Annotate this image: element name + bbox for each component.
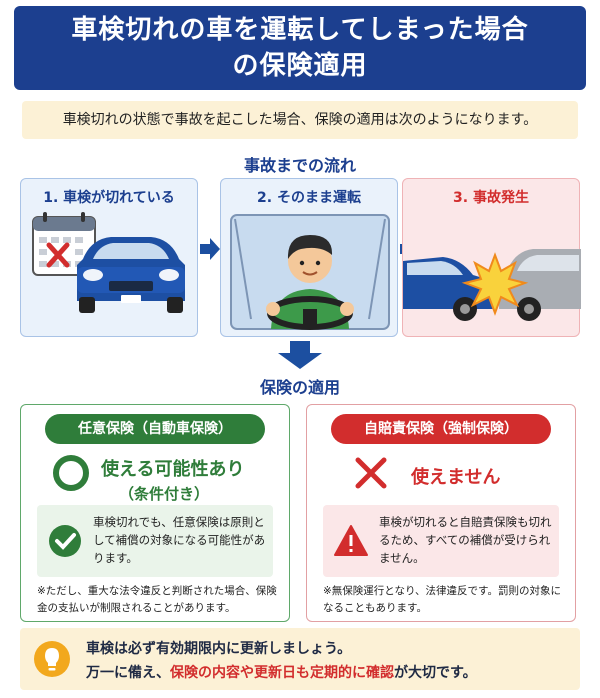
driver-illustration [230,214,390,330]
tip-box: 車検は必ず有効期限内に更新しましょう。 万一に備え、保険の内容や更新日も定期的に… [20,628,580,690]
voluntary-insurance-label: 任意保険（自動車保険） [45,414,265,444]
expired-calendar-car-illustration [32,212,185,313]
cross-mark-icon [355,457,387,489]
step-1-label: 1. 車検が切れている [43,190,175,206]
collision-illustration [403,249,581,321]
tip-line-1: 車検は必ず有効期限内に更新しましょう。 [86,641,352,657]
voluntary-insurance-panel: 任意保険（自動車保険） 使える可能性あり （条件付き） 車検切れでも、任意保険は… [20,404,290,622]
intro-text: 車検切れの状態で事故を起こした場合、保険の適用は次のようになります。 [22,101,578,139]
compulsory-note: 車検が切れると自賠責保険も切れるため、すべての補償が受けられません。 [379,515,552,565]
lightbulb-icon [34,641,70,677]
step-2-label: 2. そのまま運転 [257,190,361,206]
step-driving: 2. そのまま運転 [220,178,398,337]
compulsory-insurance-label: 自賠責保険（強制保険） [331,414,551,444]
arrow-right-icon [200,238,220,264]
blue-car-front-icon [77,237,185,313]
title-line-2: の保険適用 [232,51,368,81]
check-circle-icon [49,525,81,557]
insurance-heading: 保険の適用 [259,378,340,397]
warning-icon [334,525,368,556]
compulsory-insurance-panel: 自賠責保険（強制保険） 使えません 車検が切れると自賠責保険も切れるため、すべて… [306,404,576,622]
flow-heading: 事故までの流れ [243,156,356,175]
arrow-down-icon [278,341,322,373]
compulsory-verdict: 使えません [411,467,501,488]
blue-car-side-icon [403,257,493,321]
voluntary-note-box: 車検切れでも、任意保険は原則として補償の対象になる可能性があります。 [37,505,273,577]
tip-line-2-end: が大切です。 [394,665,477,681]
voluntary-verdict: 使える可能性あり [101,459,245,480]
compulsory-footnote: ※無保険運行となり、法律違反です。罰則の対象になることもあります。 [323,585,562,614]
gray-car-side-icon [499,249,581,321]
step-expired: 1. 車検が切れている [20,178,198,337]
voluntary-footnote: ※ただし、重大な法令違反と判断された場合、保険金の支払いが制限されることがありま… [37,585,277,614]
title-line-1: 車検切れの車を運転してしまった場合 [71,15,529,45]
step-accident: 3. 事故発生 [402,178,581,337]
tip-line-2-start: 万一に備え、 [86,665,170,681]
step-3-label: 3. 事故発生 [453,190,529,206]
circle-ok-icon [53,455,89,491]
voluntary-note: 車検切れでも、任意保険は原則として補償の対象になる可能性があります。 [93,515,266,565]
tip-line-2: 万一に備え、保険の内容や更新日も定期的に確認が大切です。 [86,662,477,682]
compulsory-note-box: 車検が切れると自賠責保険も切れるため、すべての補償が受けられません。 [323,505,559,577]
voluntary-condition: （条件付き） [119,485,210,503]
tip-highlight: 保険の内容や更新日も定期的に確認 [170,665,394,681]
impact-burst-icon [461,252,529,316]
title-banner: 車検切れの車を運転してしまった場合 の保険適用 [14,6,586,90]
